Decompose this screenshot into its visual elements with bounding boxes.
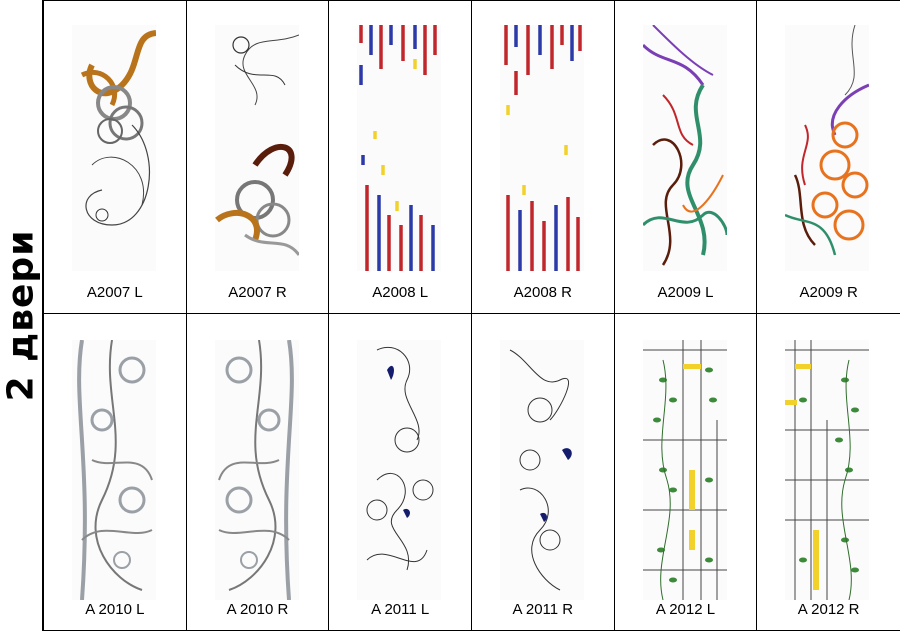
side-label-text: 2 двери — [0, 229, 42, 402]
stained-bars-pattern — [359, 25, 438, 271]
product-code: A 2010 R — [226, 601, 289, 618]
door-panel — [357, 340, 442, 600]
product-code: A 2010 L — [85, 601, 145, 618]
product-code: A2009 R — [799, 284, 858, 301]
silver-swirls-pattern — [77, 340, 153, 600]
product-card[interactable]: A2008 R — [472, 0, 615, 314]
product-card[interactable]: A 2011 L — [329, 314, 472, 631]
vines-grid-pattern — [785, 340, 870, 600]
door-panel — [214, 25, 299, 271]
door-panel — [500, 25, 584, 271]
product-card[interactable]: A2009 L — [614, 0, 758, 314]
door-panel — [785, 25, 870, 271]
product-code: A2008 R — [513, 284, 573, 301]
door-panel — [642, 340, 727, 600]
door-panel — [357, 25, 442, 271]
product-card[interactable]: A 2010 L — [44, 314, 187, 631]
loops-blue-pattern — [509, 349, 572, 591]
product-grid: A2007 L A2007 R — [42, 0, 900, 631]
door-panel — [72, 25, 156, 271]
ribbon-bronze-pattern — [80, 30, 156, 226]
stained-bars-pattern — [504, 25, 582, 271]
product-card[interactable]: A 2010 R — [186, 314, 330, 631]
door-panel — [785, 340, 870, 600]
product-code: A 2011 R — [512, 601, 574, 618]
ribbon-brown-pattern — [214, 34, 299, 256]
loops-blue-pattern — [366, 346, 434, 571]
door-panel — [500, 340, 584, 600]
product-card[interactable]: A 2011 R — [472, 314, 615, 631]
abstract-orange-pattern — [785, 25, 870, 256]
product-code: A 2012 R — [797, 601, 860, 618]
product-code: A 2011 L — [371, 601, 430, 618]
product-card[interactable]: A2007 L — [44, 0, 187, 314]
door-panel — [214, 340, 299, 600]
product-card[interactable]: A 2012 L — [614, 314, 758, 631]
door-panel — [642, 25, 727, 271]
product-code: A 2012 L — [655, 601, 716, 618]
abstract-green-pattern — [642, 25, 727, 266]
product-code: A2009 L — [657, 284, 714, 301]
product-code: A2007 R — [228, 284, 287, 301]
silver-swirls-pattern — [217, 340, 294, 600]
product-code: A2008 L — [372, 284, 429, 301]
product-card[interactable]: A 2012 R — [757, 314, 900, 631]
side-label: 2 двери — [0, 0, 42, 631]
product-code: A2007 L — [86, 284, 143, 301]
door-panel — [72, 340, 156, 600]
vines-grid-pattern — [642, 340, 727, 600]
product-card[interactable]: A2008 L — [329, 0, 472, 314]
product-card[interactable]: A2009 R — [757, 0, 900, 314]
product-card[interactable]: A2007 R — [186, 0, 330, 314]
